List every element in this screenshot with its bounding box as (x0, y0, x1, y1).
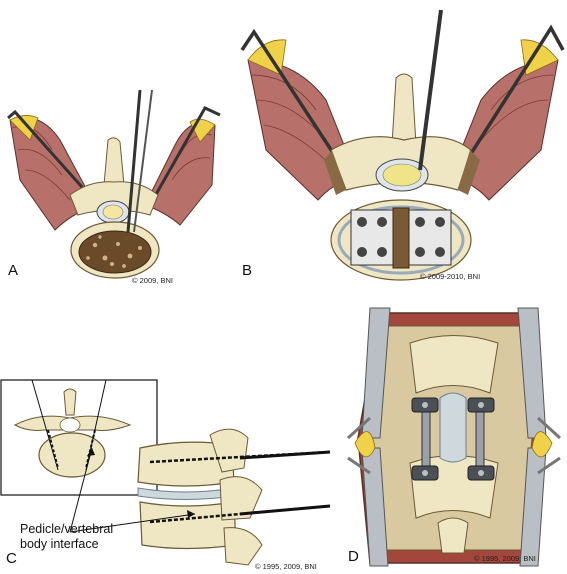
callout-label: Pedicle/vertebral body interface (20, 522, 113, 552)
panel-c-illustration (0, 379, 331, 566)
callout-line-2: body interface (20, 537, 99, 551)
panel-c-letter: C (6, 550, 17, 567)
panel-a (0, 0, 230, 290)
panel-d (340, 298, 567, 570)
callout-line-1: Pedicle/vertebral (20, 522, 114, 536)
panel-c-copyright: © 1995, 2009, BNI (255, 562, 317, 571)
panel-d-illustration (346, 307, 562, 567)
panel-d-letter: D (348, 548, 359, 565)
panel-b-letter: B (242, 262, 253, 279)
panel-a-illustration (7, 89, 221, 279)
panel-b-copyright: © 2009-2010, BNI (420, 272, 481, 281)
panel-a-letter: A (8, 262, 19, 279)
panel-b (236, 0, 567, 290)
inset-box (0, 379, 158, 496)
panel-b-illustration (240, 9, 565, 281)
panel-d-copyright: © 1995, 2009, BNI (474, 554, 536, 563)
panel-a-copyright: © 2009, BNI (132, 276, 173, 285)
panel-c (0, 300, 340, 574)
